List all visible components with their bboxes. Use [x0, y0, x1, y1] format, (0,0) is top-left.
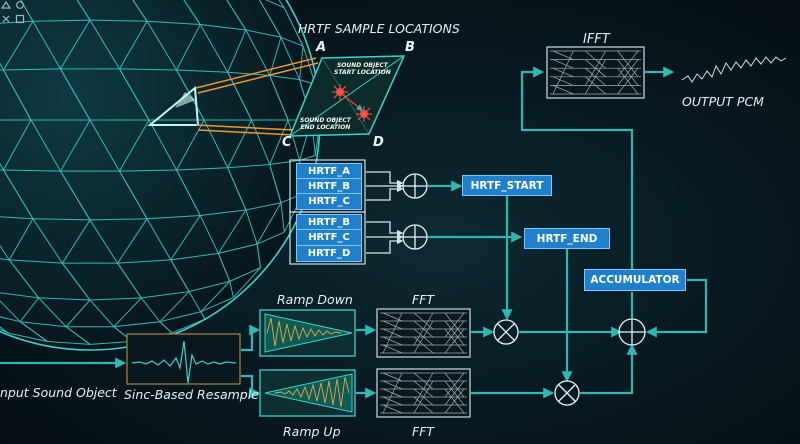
corner-label-b: B: [405, 40, 415, 55]
playstation-logo-icon: [0, 0, 25, 24]
hrtf-sphere-mesh: [0, 0, 321, 351]
sum-node-accumulate: [618, 318, 646, 346]
fft-top-label: FFT: [412, 292, 435, 307]
corner-label-c: C: [282, 135, 292, 150]
ifft-label: IFFT: [583, 32, 610, 47]
sinc-resample-block: [126, 333, 241, 385]
ifft-block: [546, 46, 645, 99]
ramp-down-block: [259, 309, 356, 357]
output-pcm-waveform: [681, 56, 787, 83]
hrtf-group-frames: [289, 159, 366, 265]
hrtf-d-box-2: HRTF_D: [296, 245, 362, 262]
ramp-up-block: [259, 369, 356, 417]
fft-block-top: [376, 308, 471, 358]
multiply-node-bottom: [554, 380, 580, 406]
hrtf-start-box: HRTF_START: [462, 175, 552, 196]
corner-label-a: A: [316, 40, 327, 55]
sum-node-end: [402, 224, 428, 250]
ramp-down-label: Ramp Down: [277, 292, 353, 307]
highlighted-sphere-face: [147, 86, 200, 126]
input-sound-object-label: nput Sound Object: [0, 385, 117, 400]
hrtf-c-box-2: HRTF_C: [296, 229, 362, 246]
hrtf-end-box: HRTF_END: [524, 228, 610, 249]
ramp-up-label: Ramp Up: [283, 424, 341, 439]
signal-wires: [0, 66, 708, 399]
output-pcm-label: OUTPUT PCM: [682, 94, 764, 109]
sample-location-parallelogram: [288, 55, 406, 137]
sinc-resample-label: Sinc-Based Resample: [124, 387, 259, 402]
end-location-marker: [356, 106, 372, 122]
fft-bottom-label: FFT: [412, 424, 435, 439]
hrtf-c-box-1: HRTF_C: [296, 193, 362, 210]
fft-block-bottom: [376, 368, 471, 418]
sum-node-start: [402, 173, 428, 199]
hrtf-sample-locations-title: HRTF SAMPLE LOCATIONS: [298, 21, 460, 36]
corner-label-d: D: [373, 135, 384, 150]
multiply-node-top: [493, 319, 519, 345]
projection-lines: [195, 57, 319, 136]
accumulator-box: ACCUMULATOR: [584, 269, 686, 291]
